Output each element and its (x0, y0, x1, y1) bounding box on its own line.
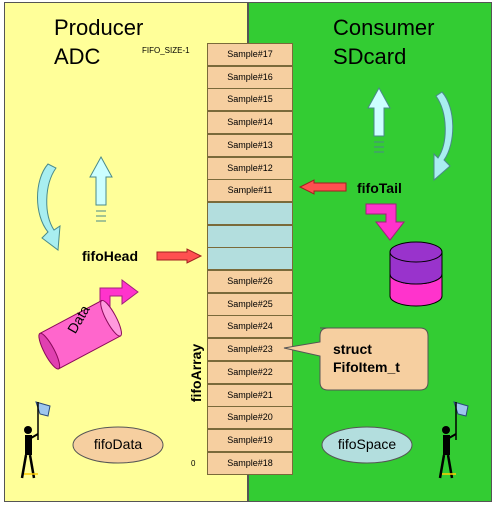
data-scroll-icon (38, 299, 122, 370)
array-cell-sample: Sample#14 (207, 111, 293, 135)
array-cell-sample: Sample#23 (207, 338, 293, 362)
array-cell-sample: Sample#22 (207, 360, 293, 384)
array-cell-sample: Sample#16 (207, 65, 293, 89)
struct-callout-line1: struct (333, 341, 372, 357)
producer-up-arrow (89, 155, 113, 222)
fifo-head-arrow (156, 248, 203, 264)
array-cell-sample: Sample#18 (207, 451, 293, 475)
fifo-size-label: FIFO_SIZE-1 (142, 46, 190, 55)
struct-callout-shape (283, 327, 429, 391)
array-cell-sample: Sample#24 (207, 315, 293, 339)
consumer-title: Consumer (333, 15, 435, 40)
consumer-person-icon (438, 401, 469, 479)
fifo-array-label: fifoArray (188, 343, 204, 403)
array-cell-sample: Sample#17 (207, 43, 293, 66)
consumer-up-arrow (367, 86, 391, 153)
array-cell-empty (207, 201, 293, 225)
array-cell-empty (207, 224, 293, 248)
fifo-data-label: fifoData (93, 436, 143, 452)
array-cell-sample: Sample#19 (207, 428, 293, 452)
producer-curved-arrow (37, 163, 61, 251)
array-cell-sample: Sample#26 (207, 270, 293, 293)
sdcard-database-icon (389, 241, 443, 307)
producer-title: Producer (54, 15, 144, 40)
producer-bent-arrow (99, 279, 139, 311)
fifo-space-label: fifoSpace (337, 436, 397, 452)
fifo-data-oval (72, 426, 164, 464)
struct-callout-line2: FifoItem_t (333, 359, 400, 375)
array-cell-sample: Sample#12 (207, 156, 293, 180)
consumer-curved-arrow (433, 91, 454, 182)
consumer-subtitle: SDcard (333, 44, 407, 69)
array-cell-empty (207, 247, 293, 271)
fifo-space-oval (321, 426, 413, 464)
array-cell-sample: Sample#11 (207, 179, 293, 203)
array-cell-sample: Sample#13 (207, 133, 293, 157)
producer-person-icon (20, 401, 51, 479)
array-cell-sample: Sample#25 (207, 292, 293, 316)
producer-subtitle: ADC (54, 44, 101, 69)
array-cell-sample: Sample#21 (207, 383, 293, 407)
array-cell-sample: Sample#20 (207, 406, 293, 430)
consumer-bent-arrow (365, 203, 406, 241)
fifo-tail-label: fifoTail (357, 180, 402, 196)
fifo-tail-arrow (298, 179, 347, 195)
array-zero-label: 0 (191, 459, 196, 468)
array-cell-sample: Sample#15 (207, 88, 293, 112)
fifo-head-label: fifoHead (82, 248, 138, 264)
